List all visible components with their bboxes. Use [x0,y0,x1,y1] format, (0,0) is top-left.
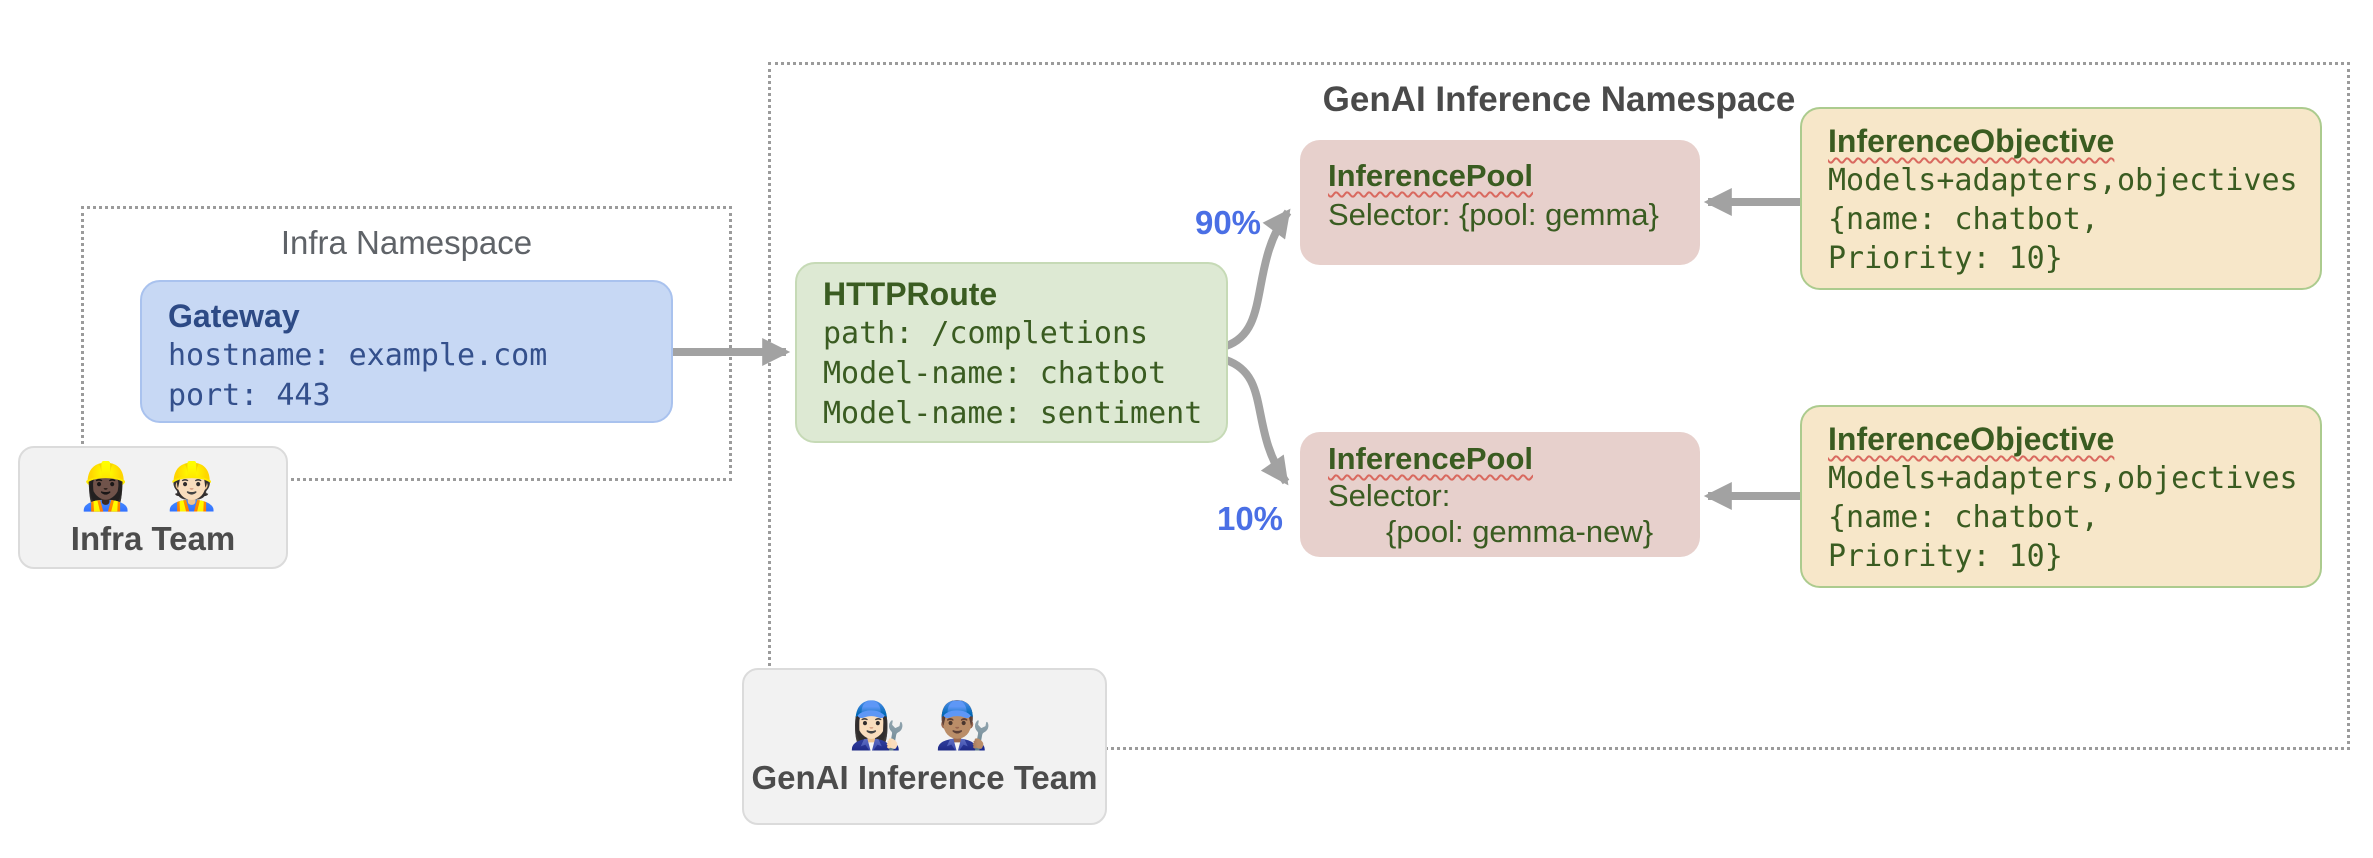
split-10-arrow [1224,356,1290,486]
inference-objective-top-box: InferenceObjective Models+adapters,objec… [1800,107,2322,290]
httproute-box: HTTPRoute path: /completions Model-name:… [795,262,1228,443]
infra-team-card: 👷🏿‍♀️ 👷🏻 Infra Team [18,446,288,569]
genai-namespace-box [768,62,2350,750]
construction-workers-icon: 👷🏿‍♀️ 👷🏻 [77,459,229,512]
httproute-title: HTTPRoute [823,276,998,312]
inference-objective-bottom-name-line: {name: chatbot, [1828,500,2099,535]
inference-pool-top-title: InferencePool [1328,158,1533,193]
genai-namespace-title: GenAI Inference Namespace [1322,80,1796,119]
inference-pool-bottom-selector-line: Selector: [1328,478,1451,513]
traffic-split-10-label: 10% [1216,500,1284,537]
inference-objective-bottom-title: InferenceObjective [1828,421,2115,457]
inference-objective-bottom-priority-line: Priority: 10} [1828,539,2063,574]
gateway-port-line: port: 443 [168,378,331,413]
traffic-split-90-label: 90% [1194,204,1262,241]
infra-namespace-box [81,206,732,481]
infra-namespace-title: Infra Namespace [280,224,533,261]
inference-pool-top-box: InferencePool Selector: {pool: gemma} [1300,140,1700,265]
inference-objective-bottom-models-line: Models+adapters,objectives [1828,461,2298,496]
gateway-title: Gateway [168,298,300,334]
infra-team-label: Infra Team [70,519,236,557]
genai-team-card: 👩🏻‍🔧 👨🏽‍🔧 GenAI Inference Team [742,668,1107,825]
split-90-arrow [1224,208,1292,350]
inference-pool-bottom-box: InferencePool Selector: {pool: gemma-new… [1300,432,1700,557]
genai-team-label: GenAI Inference Team [751,758,1098,796]
inference-objective-top-title: InferenceObjective [1828,123,2115,159]
inference-objective-top-priority-line: Priority: 10} [1828,241,2063,276]
inference-pool-bottom-pool-line: {pool: gemma-new} [1386,514,1654,549]
httproute-model-chatbot-line: Model-name: chatbot [823,356,1167,391]
httproute-model-sentiment-line: Model-name: sentiment [823,396,1203,431]
inference-objective-bottom-box: InferenceObjective Models+adapters,objec… [1800,405,2322,588]
inference-objective-top-name-line: {name: chatbot, [1828,202,2099,237]
mechanics-icon: 👩🏻‍🔧 👨🏽‍🔧 [848,698,1001,751]
gateway-hostname-line: hostname: example.com [168,338,548,373]
inference-objective-top-models-line: Models+adapters,objectives [1828,163,2298,198]
inference-pool-top-selector-line: Selector: {pool: gemma} [1328,197,1659,232]
inference-pool-bottom-title: InferencePool [1328,441,1533,476]
gateway-box: Gateway hostname: example.com port: 443 [140,280,673,423]
httproute-path-line: path: /completions [823,316,1149,351]
